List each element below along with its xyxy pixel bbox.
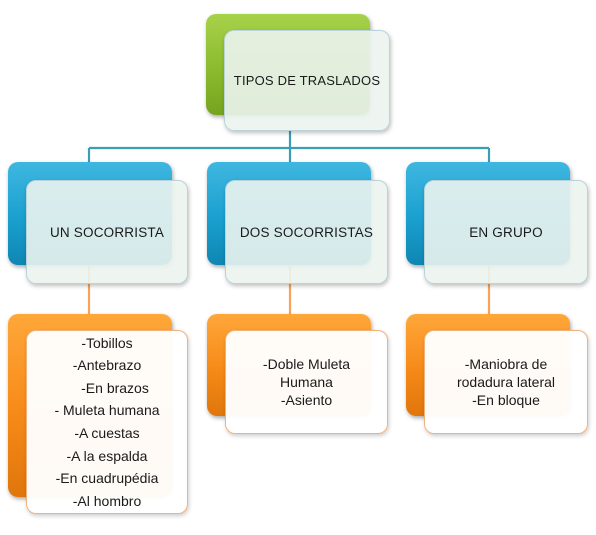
root-connectors: [87, 131, 491, 162]
category-label: UN SOCORRISTA: [49, 224, 165, 240]
list-item: - Muleta humana: [54, 402, 160, 419]
list-item: -En bloque: [472, 392, 540, 409]
list-item: -En brazos: [81, 379, 149, 396]
list-item: -A cuestas: [74, 425, 140, 441]
list-item: -Doble Muleta: [262, 355, 351, 372]
list-item: Humana: [280, 373, 333, 390]
list-item: rodadura lateral: [456, 373, 556, 390]
category-en-grupo: EN GRUPO: [424, 180, 588, 284]
item-list: -Doble Muleta Humana -Asiento: [263, 355, 350, 410]
list-item: -A la espalda: [66, 447, 148, 464]
list-item: -Tobillos: [81, 334, 133, 351]
item-list: -Tobillos -Antebrazo -En brazos - Muleta…: [54, 332, 159, 513]
detail-en-grupo: -Maniobra de rodadura lateral -En bloque: [424, 330, 588, 434]
category-label: EN GRUPO: [469, 224, 543, 240]
list-item: -Maniobra de: [464, 355, 548, 372]
list-item: -En cuadrupédia: [55, 470, 159, 487]
item-list: -Maniobra de rodadura lateral -En bloque: [457, 355, 555, 410]
category-un-socorrista: UN SOCORRISTA: [26, 180, 188, 284]
detail-un-socorrista: -Tobillos -Antebrazo -En brazos - Muleta…: [26, 330, 188, 514]
list-item: -Asiento: [280, 392, 333, 409]
root-node-label: TIPOS DE TRASLADOS: [233, 73, 381, 88]
detail-dos-socorristas: -Doble Muleta Humana -Asiento: [225, 330, 388, 434]
list-item: -Al hombro: [72, 492, 142, 509]
category-label: DOS SOCORRISTAS: [239, 224, 374, 240]
root-node: TIPOS DE TRASLADOS: [224, 30, 390, 131]
category-dos-socorristas: DOS SOCORRISTAS: [225, 180, 388, 284]
list-item: -Antebrazo: [72, 357, 142, 374]
